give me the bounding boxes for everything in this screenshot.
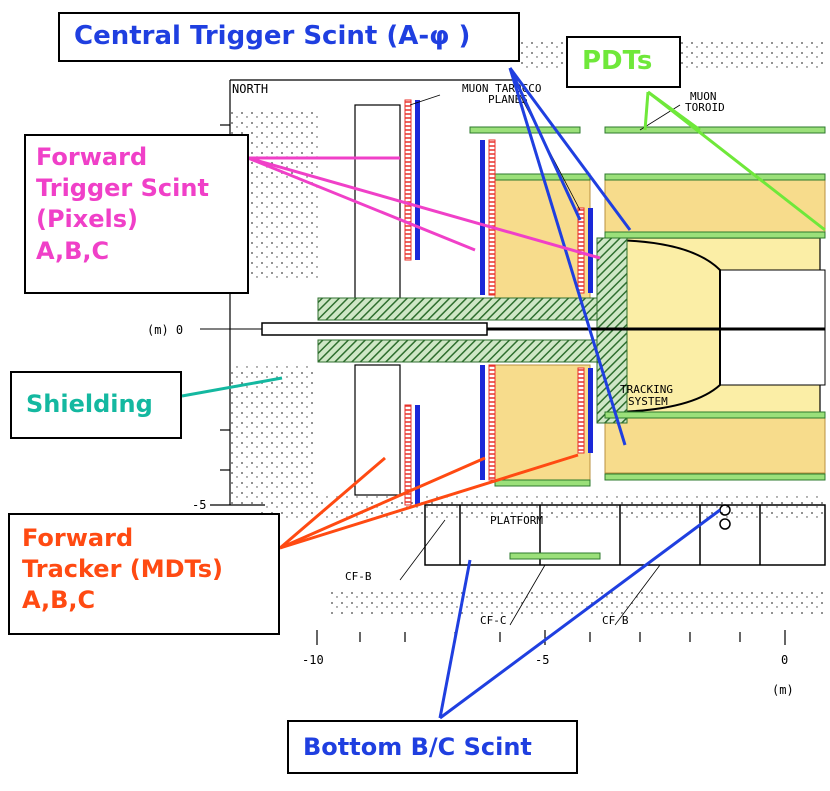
x-axis-unit-label: (m) bbox=[772, 683, 794, 697]
central-toroid bbox=[604, 179, 826, 474]
central-trigger-arrows bbox=[508, 67, 632, 446]
shielding-text: Shielding bbox=[26, 390, 153, 418]
forward-tracker-line-1: Forward bbox=[22, 524, 134, 552]
muon-toroid-label-2: TOROID bbox=[685, 101, 725, 114]
shielding-callout: Shielding bbox=[10, 371, 182, 439]
bottom-scint-arrows bbox=[438, 508, 721, 720]
forward-trigger-line-3: (Pixels) bbox=[36, 205, 139, 234]
scintillator-planes bbox=[404, 99, 593, 506]
muon-toroid-label: MUON bbox=[690, 90, 717, 103]
tracking-label-2: SYSTEM bbox=[628, 395, 668, 408]
north-label: NORTH bbox=[232, 82, 268, 96]
cf-c-label: CF-C bbox=[480, 614, 507, 627]
forward-trigger-arrows bbox=[247, 156, 601, 260]
pdts-callout: PDTs bbox=[566, 36, 681, 88]
cf-b-right-label: CF B bbox=[602, 614, 629, 627]
forward-trigger-line-1: Forward bbox=[36, 143, 148, 171]
x-axis-zero-label: 0 bbox=[781, 653, 788, 667]
y-axis-zero-label: (m) 0 bbox=[147, 323, 183, 337]
central-trigger-text: Central Trigger Scint (A-φ ) bbox=[74, 21, 471, 51]
pdt-arrows bbox=[643, 90, 826, 232]
forward-tracker-arrows bbox=[279, 453, 579, 550]
x-axis-minus10-label: -10 bbox=[302, 653, 324, 667]
pdts-text: PDTs bbox=[582, 46, 653, 76]
cf-b-left-label: CF-B bbox=[345, 570, 372, 583]
shielding-blocks bbox=[317, 237, 628, 424]
forward-tracker-callout: Forward Tracker (MDTs) A,B,C bbox=[8, 513, 280, 635]
x-axis-minus5-label: -5 bbox=[535, 653, 549, 667]
central-trigger-callout: Central Trigger Scint (A-φ ) bbox=[58, 12, 520, 62]
forward-trigger-callout: Forward Trigger Scint (Pixels) A,B,C bbox=[24, 134, 249, 294]
bottom-scint-text: Bottom B/C Scint bbox=[303, 733, 532, 761]
forward-trigger-line-4: A,B,C bbox=[36, 236, 110, 265]
shielding-arrow bbox=[181, 376, 283, 398]
forward-trigger-line-2: Trigger Scint bbox=[36, 174, 209, 203]
forward-tracker-line-3: A,B,C bbox=[22, 586, 96, 615]
bottom-scint-callout: Bottom B/C Scint bbox=[287, 720, 578, 774]
forward-tracker-line-2: Tracker (MDTs) bbox=[22, 555, 223, 584]
concrete-walls bbox=[230, 40, 825, 615]
platform-label: PLATFORM bbox=[490, 514, 543, 527]
beam-pipe bbox=[200, 322, 825, 336]
y-axis-minus5-label: -5 bbox=[192, 498, 206, 512]
tracking-label: TRACKING bbox=[620, 383, 673, 396]
